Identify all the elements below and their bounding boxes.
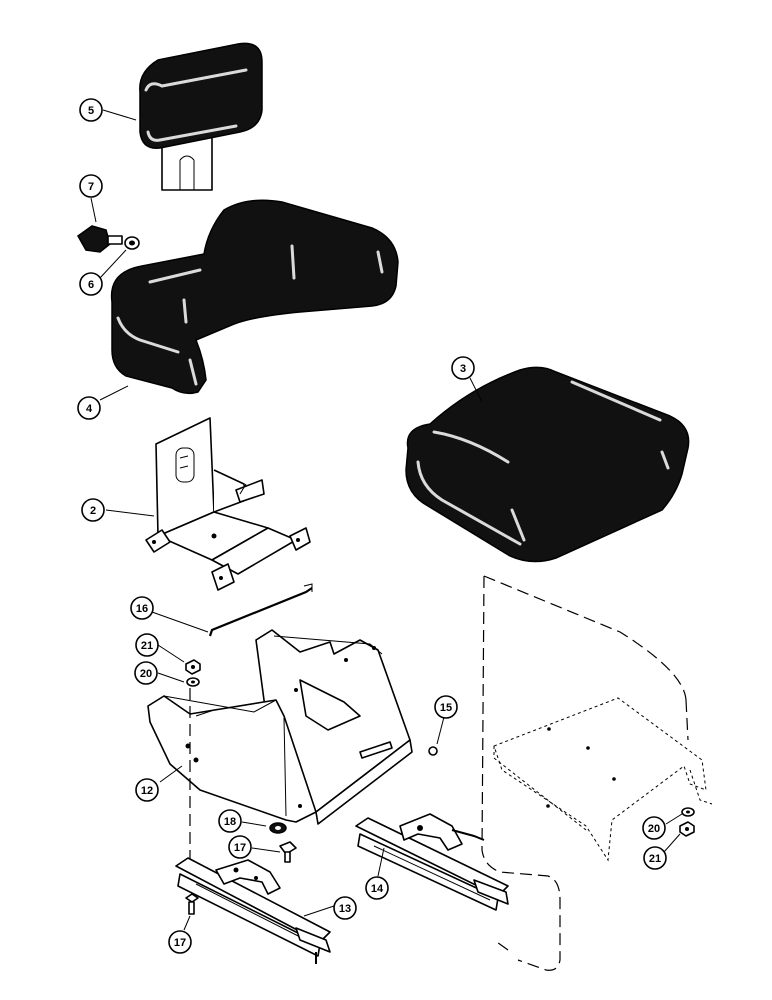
callout-21-left: 21 xyxy=(135,633,159,657)
seat-frame-outline xyxy=(481,575,713,971)
washer xyxy=(124,236,140,250)
bolt xyxy=(185,893,199,915)
callout-13: 13 xyxy=(333,896,357,920)
washer xyxy=(186,677,200,687)
nut xyxy=(185,659,201,675)
callout-18-label: 17 xyxy=(174,937,186,949)
latch-rod xyxy=(208,583,313,637)
callout-17: 17 xyxy=(228,835,252,859)
callout-19: 18 xyxy=(218,809,242,833)
callout-7-label: 7 xyxy=(88,181,94,193)
callout-15: 15 xyxy=(434,695,458,719)
callout-14: 14 xyxy=(365,876,389,900)
washer xyxy=(681,807,695,817)
callout-18: 17 xyxy=(168,930,192,954)
callout-2: 2 xyxy=(81,498,105,522)
callout-20-left: 20 xyxy=(134,661,158,685)
callout-3: 3 xyxy=(451,356,475,380)
callout-13-label: 13 xyxy=(339,903,351,915)
callout-19-label: 18 xyxy=(224,816,236,828)
lock-washer xyxy=(269,822,287,834)
callout-4: 4 xyxy=(77,396,101,420)
callout-20-right-label: 20 xyxy=(648,823,660,835)
callout-21-left-label: 21 xyxy=(141,640,153,652)
nut xyxy=(679,821,695,837)
callout-12: 12 xyxy=(135,778,159,802)
callout-14-label: 14 xyxy=(371,883,384,895)
seat-cushion xyxy=(405,366,690,563)
callout-4-label: 4 xyxy=(86,403,93,415)
plug xyxy=(428,746,438,756)
callout-6-label: 6 xyxy=(88,279,94,291)
callout-2-label: 2 xyxy=(90,505,96,517)
callout-16: 16 xyxy=(130,596,154,620)
knob xyxy=(77,225,123,253)
callout-21-right: 21 xyxy=(643,846,667,870)
callout-15-label: 15 xyxy=(440,702,452,714)
seat-base-pan xyxy=(147,629,413,825)
slide-rail xyxy=(175,857,331,964)
callout-16-label: 16 xyxy=(136,603,148,615)
bolt xyxy=(279,841,297,863)
seat-back-arm-rest xyxy=(110,199,399,395)
callout-5: 5 xyxy=(79,98,103,122)
callout-20-right: 20 xyxy=(642,816,666,840)
seat-support-bracket xyxy=(145,417,311,591)
back-rest-pad xyxy=(139,42,263,191)
leader-lines xyxy=(90,109,683,931)
callout-21-right-label: 21 xyxy=(649,853,661,865)
callout-7: 7 xyxy=(79,174,103,198)
callout-5-label: 5 xyxy=(88,105,94,117)
callout-12-label: 12 xyxy=(141,785,153,797)
callout-17-label: 17 xyxy=(234,842,246,854)
callout-6: 6 xyxy=(79,272,103,296)
slide-rail-with-latch xyxy=(355,813,509,911)
callout-20-left-label: 20 xyxy=(140,668,152,680)
callout-3-label: 3 xyxy=(460,363,466,375)
